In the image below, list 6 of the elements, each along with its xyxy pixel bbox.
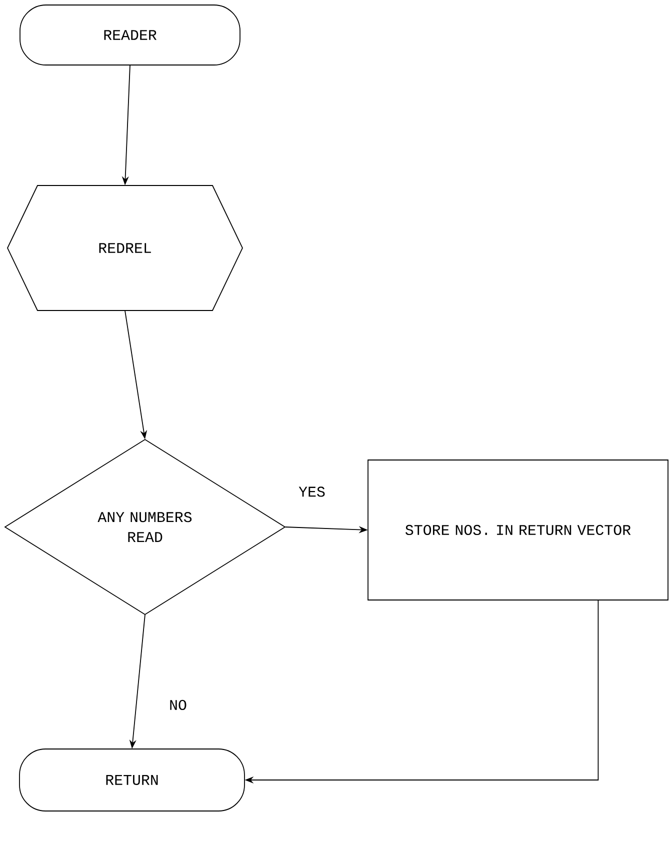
terminator-box: RETURN	[19, 748, 245, 812]
preparation-hexagon: REDREL	[7, 185, 243, 311]
process-box: STORE NOS. IN RETURN VECTOR	[368, 460, 668, 600]
terminator-box: READER	[20, 4, 240, 66]
edge-label: YES	[298, 486, 326, 498]
edge-label: NO	[168, 698, 188, 712]
